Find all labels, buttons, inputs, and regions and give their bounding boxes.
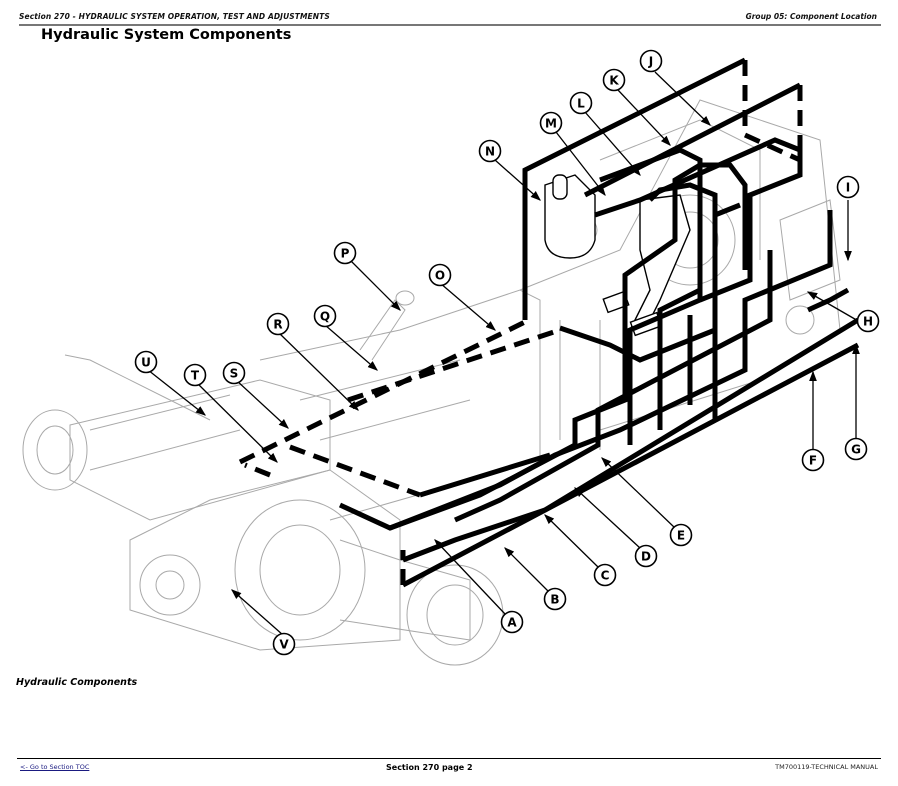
callout-p: P <box>333 241 357 265</box>
callout-r: R <box>266 312 290 336</box>
tractor-drivetrain-sketch <box>22 99 841 666</box>
callout-label: P <box>341 247 350 261</box>
callout-circle <box>844 437 868 461</box>
callout-circle <box>856 309 880 333</box>
callout-label: L <box>577 97 585 111</box>
callout-label: T <box>191 369 200 383</box>
callout-circle <box>836 175 860 199</box>
callout-label: M <box>545 117 557 131</box>
callout-label: G <box>851 443 861 457</box>
callout-m: M <box>539 111 563 135</box>
callout-label: H <box>863 315 873 329</box>
header-divider <box>19 24 881 26</box>
callout-j: J <box>639 49 663 73</box>
callout-circle <box>569 91 593 115</box>
callout-t: T <box>183 363 207 387</box>
callout-label: K <box>609 74 619 88</box>
callout-circle <box>272 632 296 656</box>
callout-k: K <box>602 68 626 92</box>
callout-circle <box>266 312 290 336</box>
footer-divider <box>17 758 881 759</box>
callout-label: J <box>648 55 653 69</box>
callout-bubbles: A B C D E F G H I J K L M N O P Q R S T U V <box>134 49 880 656</box>
hydraulic-lines-solid <box>338 57 860 588</box>
callout-c: C <box>593 563 617 587</box>
callout-circle <box>333 241 357 265</box>
callout-circle <box>500 610 524 634</box>
callout-label: S <box>230 367 239 381</box>
callout-circle <box>602 68 626 92</box>
callout-label: I <box>846 181 850 195</box>
callout-g: G <box>844 437 868 461</box>
page-title: Hydraulic System Components <box>41 27 292 43</box>
callout-v: V <box>272 632 296 656</box>
callout-label: U <box>141 356 151 370</box>
callout-o: O <box>428 263 452 287</box>
callout-a: A <box>500 610 524 634</box>
callout-circle <box>543 587 567 611</box>
callout-q: Q <box>313 304 337 328</box>
callout-circle <box>478 139 502 163</box>
callout-label: Q <box>320 310 330 324</box>
callout-circle <box>134 350 158 374</box>
callout-circle <box>669 523 693 547</box>
callout-e: E <box>669 523 693 547</box>
group-header: Group 05: Component Location <box>745 12 877 21</box>
callout-label: D <box>641 550 651 564</box>
callout-label: O <box>435 269 445 283</box>
callout-circle <box>183 363 207 387</box>
callout-circle <box>539 111 563 135</box>
callout-leaders <box>147 71 861 636</box>
callout-circle <box>593 563 617 587</box>
callout-u: U <box>134 350 158 374</box>
callout-n: N <box>478 139 502 163</box>
hydraulic-lines-dashed <box>238 60 803 585</box>
figure-caption: Hydraulic Components <box>16 677 138 688</box>
callout-i: I <box>836 175 860 199</box>
callout-h: H <box>856 309 880 333</box>
callout-b: B <box>543 587 567 611</box>
callout-label: C <box>601 569 610 583</box>
callout-label: R <box>273 318 282 332</box>
callout-s: S <box>222 361 246 385</box>
callout-label: N <box>485 145 495 159</box>
callout-f: F <box>801 448 825 472</box>
callout-label: E <box>677 529 685 543</box>
callout-circle <box>222 361 246 385</box>
callout-label: B <box>550 593 559 607</box>
hydraulic-components-diagram: A B C D E F G H I J K L M N O P Q R S T U V <box>22 49 880 666</box>
callout-circle <box>313 304 337 328</box>
section-header: Section 270 - HYDRAULIC SYSTEM OPERATION… <box>19 12 330 21</box>
go-to-section-toc-link[interactable]: <- Go to Section TOC <box>20 763 90 771</box>
manual-id: TM700119-TECHNICAL MANUAL <box>775 763 878 771</box>
callout-circle <box>639 49 663 73</box>
callout-circle <box>428 263 452 287</box>
callout-d: D <box>634 544 658 568</box>
callout-circle <box>634 544 658 568</box>
callout-label: F <box>809 454 817 468</box>
callout-circle <box>801 448 825 472</box>
callout-label: V <box>279 638 289 652</box>
callout-l: L <box>569 91 593 115</box>
page-number: Section 270 page 2 <box>386 763 473 772</box>
callout-label: A <box>507 616 517 630</box>
